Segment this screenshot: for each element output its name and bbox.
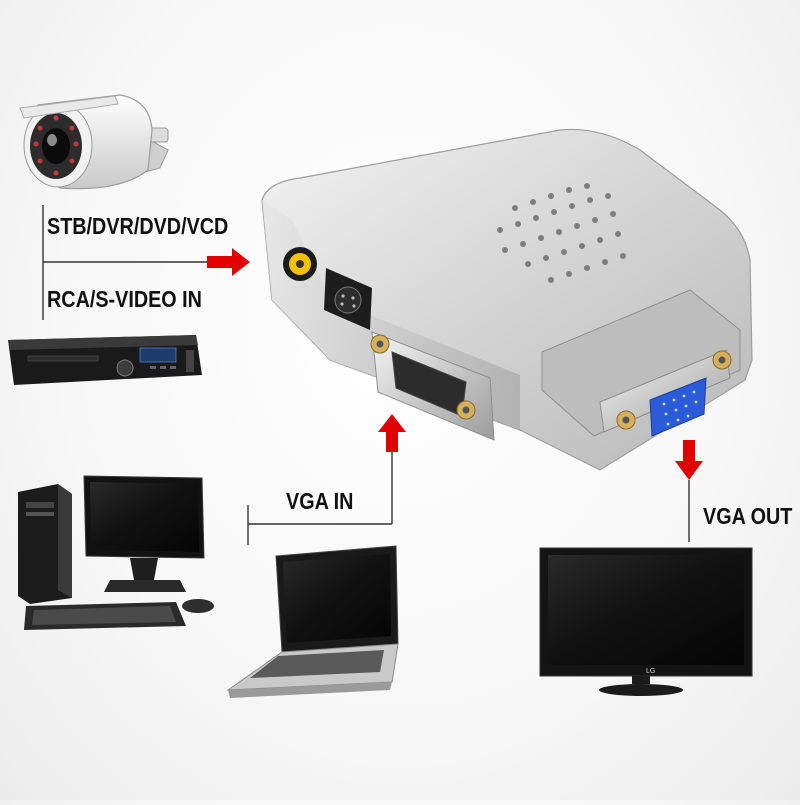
speaker-grille [497, 183, 626, 283]
lcd-monitor-icon: LG [539, 547, 753, 696]
cctv-camera-icon [19, 94, 169, 190]
vga-converter-box-icon [261, 128, 753, 471]
signal-arrows [207, 248, 703, 480]
vga-in-label: VGA IN [286, 488, 354, 514]
tv-brand-text: LG [646, 668, 655, 675]
av-input-label-line2: RCA/S-VIDEO IN [47, 286, 202, 312]
laptop-icon [226, 545, 399, 698]
vga-out-label: VGA OUT [703, 503, 793, 529]
connector-lines [42, 205, 690, 545]
dvd-player-icon [8, 335, 202, 385]
desktop-computer-icon [18, 475, 214, 630]
vga-out-port-icon [541, 289, 741, 437]
rca-port-icon [283, 247, 317, 281]
vga-in-port-icon [370, 331, 495, 441]
av-input-label-line1: STB/DVR/DVD/VCD [47, 213, 229, 239]
s-video-port-icon [324, 268, 372, 330]
arrow-down-icon [675, 440, 703, 480]
arrow-right-icon [207, 248, 250, 276]
arrow-up-icon [378, 414, 406, 452]
